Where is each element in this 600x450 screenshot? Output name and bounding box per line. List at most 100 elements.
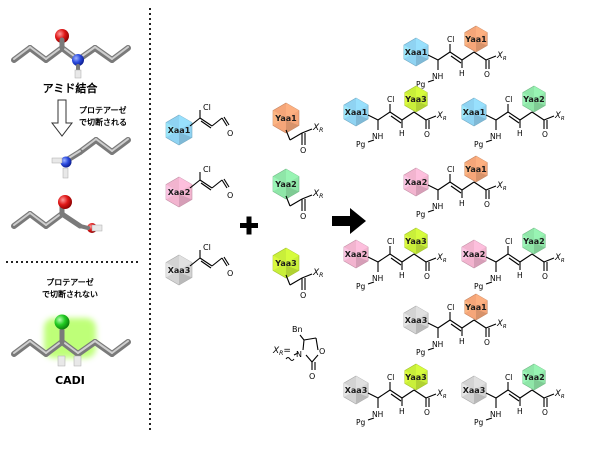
bn-label: Bn	[292, 325, 303, 334]
badge-facet	[416, 168, 429, 182]
badge-label: Yaa3	[404, 95, 426, 104]
bond	[377, 111, 391, 121]
badge-label: Xaa3	[168, 266, 191, 275]
bond	[495, 389, 509, 399]
product-xaa-badge: Xaa3	[461, 375, 487, 405]
badge-facet	[416, 54, 429, 66]
bond	[301, 194, 313, 200]
bond	[485, 392, 497, 399]
badge-facet	[179, 272, 192, 285]
bond	[449, 319, 463, 329]
stick-highlight	[29, 340, 47, 354]
amide-label: アミド結合	[43, 81, 99, 95]
badge-facet	[476, 156, 488, 169]
badge-facet	[522, 370, 534, 384]
badge-label: Xaa1	[168, 126, 191, 135]
badge-facet	[356, 256, 369, 268]
xr-label: XR	[554, 111, 565, 122]
bond	[223, 178, 230, 188]
hydrogen-atom	[74, 69, 82, 79]
badge-facet	[416, 306, 429, 320]
bond	[485, 281, 493, 285]
product-xaa-badge: Xaa3	[343, 375, 369, 405]
badge-label: Yaa2	[522, 373, 544, 382]
bond	[311, 354, 319, 363]
nitrogen-atom	[60, 156, 72, 168]
bond	[427, 322, 439, 329]
hydrogen-atom	[91, 224, 103, 232]
badge-facet	[273, 255, 286, 271]
o-label: O	[542, 130, 548, 139]
bond	[315, 337, 319, 351]
badge-label: Yaa2	[522, 237, 544, 246]
bond	[543, 393, 555, 399]
cl-label: Cl	[447, 35, 454, 44]
nh-label: NH	[432, 72, 443, 81]
badge-facet	[166, 262, 179, 278]
bond	[189, 117, 201, 127]
badge-facet	[534, 378, 546, 390]
badge-facet	[461, 383, 474, 397]
products-panel: Xaa1NHPgClHYaa1OXRXaa1NHPgClHYaa3OXRXaa1…	[343, 25, 565, 427]
reaction-arrow-icon	[332, 208, 366, 234]
bond	[531, 253, 545, 263]
pg-label: Pg	[474, 418, 484, 427]
badge-facet	[356, 114, 369, 126]
badge-facet	[416, 228, 428, 241]
bond	[485, 114, 497, 121]
h-label: H	[459, 199, 465, 208]
nh-label: NH	[372, 274, 383, 283]
bond	[508, 115, 520, 124]
oxygen-label: O	[227, 269, 233, 278]
badge-facet	[476, 294, 488, 307]
bond	[543, 115, 555, 121]
badge-label: Xaa2	[405, 178, 428, 187]
badge-label: Yaa3	[274, 259, 296, 268]
pg-label: Pg	[416, 80, 426, 89]
bond	[425, 257, 437, 263]
bond	[221, 257, 228, 267]
badge-label: Yaa3	[404, 237, 426, 246]
aldehyde-badge: Xaa2	[165, 176, 193, 208]
stick-highlight	[45, 46, 63, 60]
hydrogen-atom	[57, 355, 66, 367]
product-yaa-badge: Yaa2	[522, 227, 546, 255]
badge-facet	[464, 162, 476, 176]
bond	[390, 257, 402, 266]
product-yaa-badge: Yaa1	[464, 25, 488, 53]
plus-bar	[246, 216, 252, 235]
bond	[301, 128, 313, 134]
stick-highlight	[13, 46, 31, 60]
badge-facet	[416, 242, 428, 254]
xr-label: XR	[436, 111, 447, 122]
product-xaa-badge: Xaa1	[343, 97, 369, 127]
bond	[507, 253, 521, 263]
protease-cleaved-label-2: で切断される	[79, 117, 127, 127]
xr-label: XR	[554, 253, 565, 264]
bond	[508, 257, 520, 266]
badge-label: Yaa2	[274, 180, 296, 189]
bond	[519, 253, 533, 263]
badge-label: Xaa2	[463, 250, 486, 259]
product-xaa-badge: Xaa3	[403, 305, 429, 335]
badge-facet	[404, 370, 416, 384]
pg-label: Pg	[356, 140, 366, 149]
o-label: O	[542, 408, 548, 417]
o-label: O	[424, 272, 430, 281]
badge-label: Xaa1	[463, 108, 486, 117]
h-label: H	[399, 407, 405, 416]
bond	[303, 337, 317, 341]
plus-icon	[240, 216, 258, 235]
product-yaa-badge: Yaa1	[464, 155, 488, 183]
pg-label: Pg	[474, 140, 484, 149]
acyl-badge: Yaa1	[272, 102, 300, 134]
stick-highlight	[111, 138, 129, 152]
badge-facet	[166, 184, 179, 200]
reagents-panel: Xaa1ClOXaa2ClOXaa3ClOYaa1OXRYaa2OXRYaa3O…	[165, 102, 366, 381]
badge-facet	[166, 122, 179, 138]
